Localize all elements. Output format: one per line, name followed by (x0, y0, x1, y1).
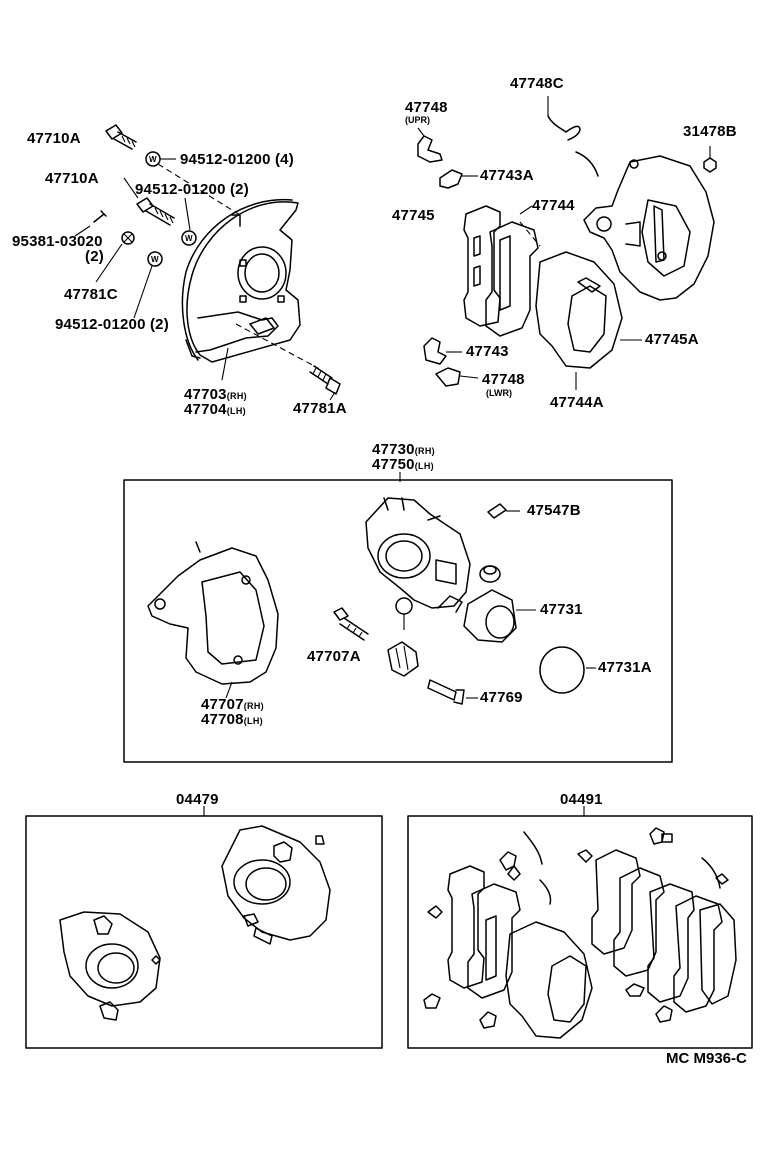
washer-mid (181, 230, 197, 246)
shim-47745 (463, 205, 501, 327)
boot (387, 641, 419, 677)
label-47769: 47769 (480, 689, 523, 706)
label-47744: 47744 (532, 197, 575, 214)
spring-47748C (547, 115, 581, 141)
kit-04479-parts (59, 825, 331, 1021)
caliper-mount (583, 155, 715, 301)
label-95381-qty: (2) (85, 248, 104, 265)
label-47703: 47703(RH) (184, 386, 247, 403)
pad-assembly-upper (417, 96, 717, 390)
washer-lower (147, 251, 163, 267)
label-47704: 47704(LH) (184, 401, 246, 418)
bleeder-47547B (487, 503, 507, 519)
label-31478B: 31478B (683, 123, 737, 140)
nut-31478B (703, 157, 717, 173)
label-47781C: 47781C (64, 286, 118, 303)
dust-cover (186, 201, 301, 363)
label-47748-lwr-sub: (LWR) (486, 388, 512, 398)
bolt-47781A (309, 365, 341, 395)
clip-47748-lwr (435, 367, 461, 387)
label-47745A: 47745A (645, 331, 699, 348)
label-47748-lwr: 47748 (482, 371, 525, 388)
label-47731A: 47731A (598, 659, 652, 676)
nut-47781C (121, 231, 135, 245)
pin-47769 (427, 679, 457, 701)
clip-47743 (423, 337, 447, 365)
label-47707: 47707(RH) (201, 696, 264, 713)
caliper-box (123, 479, 673, 763)
label-94512-01200-4: 94512-01200 (4) (180, 151, 294, 168)
label-04491: 04491 (560, 791, 603, 808)
label-47781A: 47781A (293, 400, 347, 417)
diagram-code: MC M936-C (666, 1050, 747, 1067)
label-95381-03020: 95381-03020 (12, 233, 103, 250)
clip-47743A (439, 169, 463, 189)
label-47744A: 47744A (550, 394, 604, 411)
kit-04491-box (407, 815, 753, 1049)
seal-47731A (539, 646, 585, 694)
label-47748-upr: 47748 (405, 99, 448, 116)
label-94512-01200-2a: 94512-01200 (2) (135, 181, 249, 198)
label-47748C: 47748C (510, 75, 564, 92)
label-47750: 47750(LH) (372, 456, 434, 473)
bolt-47710A-top (105, 124, 137, 150)
label-47710A-top: 47710A (27, 130, 81, 147)
kit-04491-parts (423, 827, 737, 1039)
torque-plate (147, 547, 279, 685)
bolt-47710A-second (136, 197, 175, 226)
label-47708: 47708(LH) (201, 711, 263, 728)
svg-text:W: W (185, 234, 193, 243)
label-47730: 47730(RH) (372, 441, 435, 458)
hub-hole (237, 246, 287, 300)
pad-47744 (485, 221, 539, 337)
caliper-assembly (147, 497, 596, 705)
label-47748-upr-sub: (UPR) (405, 115, 430, 125)
screw-95381 (93, 210, 107, 223)
kit-04479-box (25, 815, 383, 1049)
label-47745: 47745 (392, 207, 435, 224)
caliper-body (365, 497, 471, 609)
pad-47745A (535, 251, 623, 369)
label-47547B: 47547B (527, 502, 581, 519)
bolt-47707A (333, 607, 369, 641)
label-47743A: 47743A (480, 167, 534, 184)
label-04479: 04479 (176, 791, 219, 808)
svg-text:W: W (149, 155, 157, 164)
label-94512-01200-2b: 94512-01200 (2) (55, 316, 169, 333)
svg-text:W: W (151, 255, 159, 264)
dust-cover-assembly: W W W (74, 124, 341, 401)
label-47731: 47731 (540, 601, 583, 618)
label-47707A: 47707A (307, 648, 361, 665)
label-47743: 47743 (466, 343, 509, 360)
clip-47748-upr (417, 135, 443, 163)
label-47710A-second: 47710A (45, 170, 99, 187)
